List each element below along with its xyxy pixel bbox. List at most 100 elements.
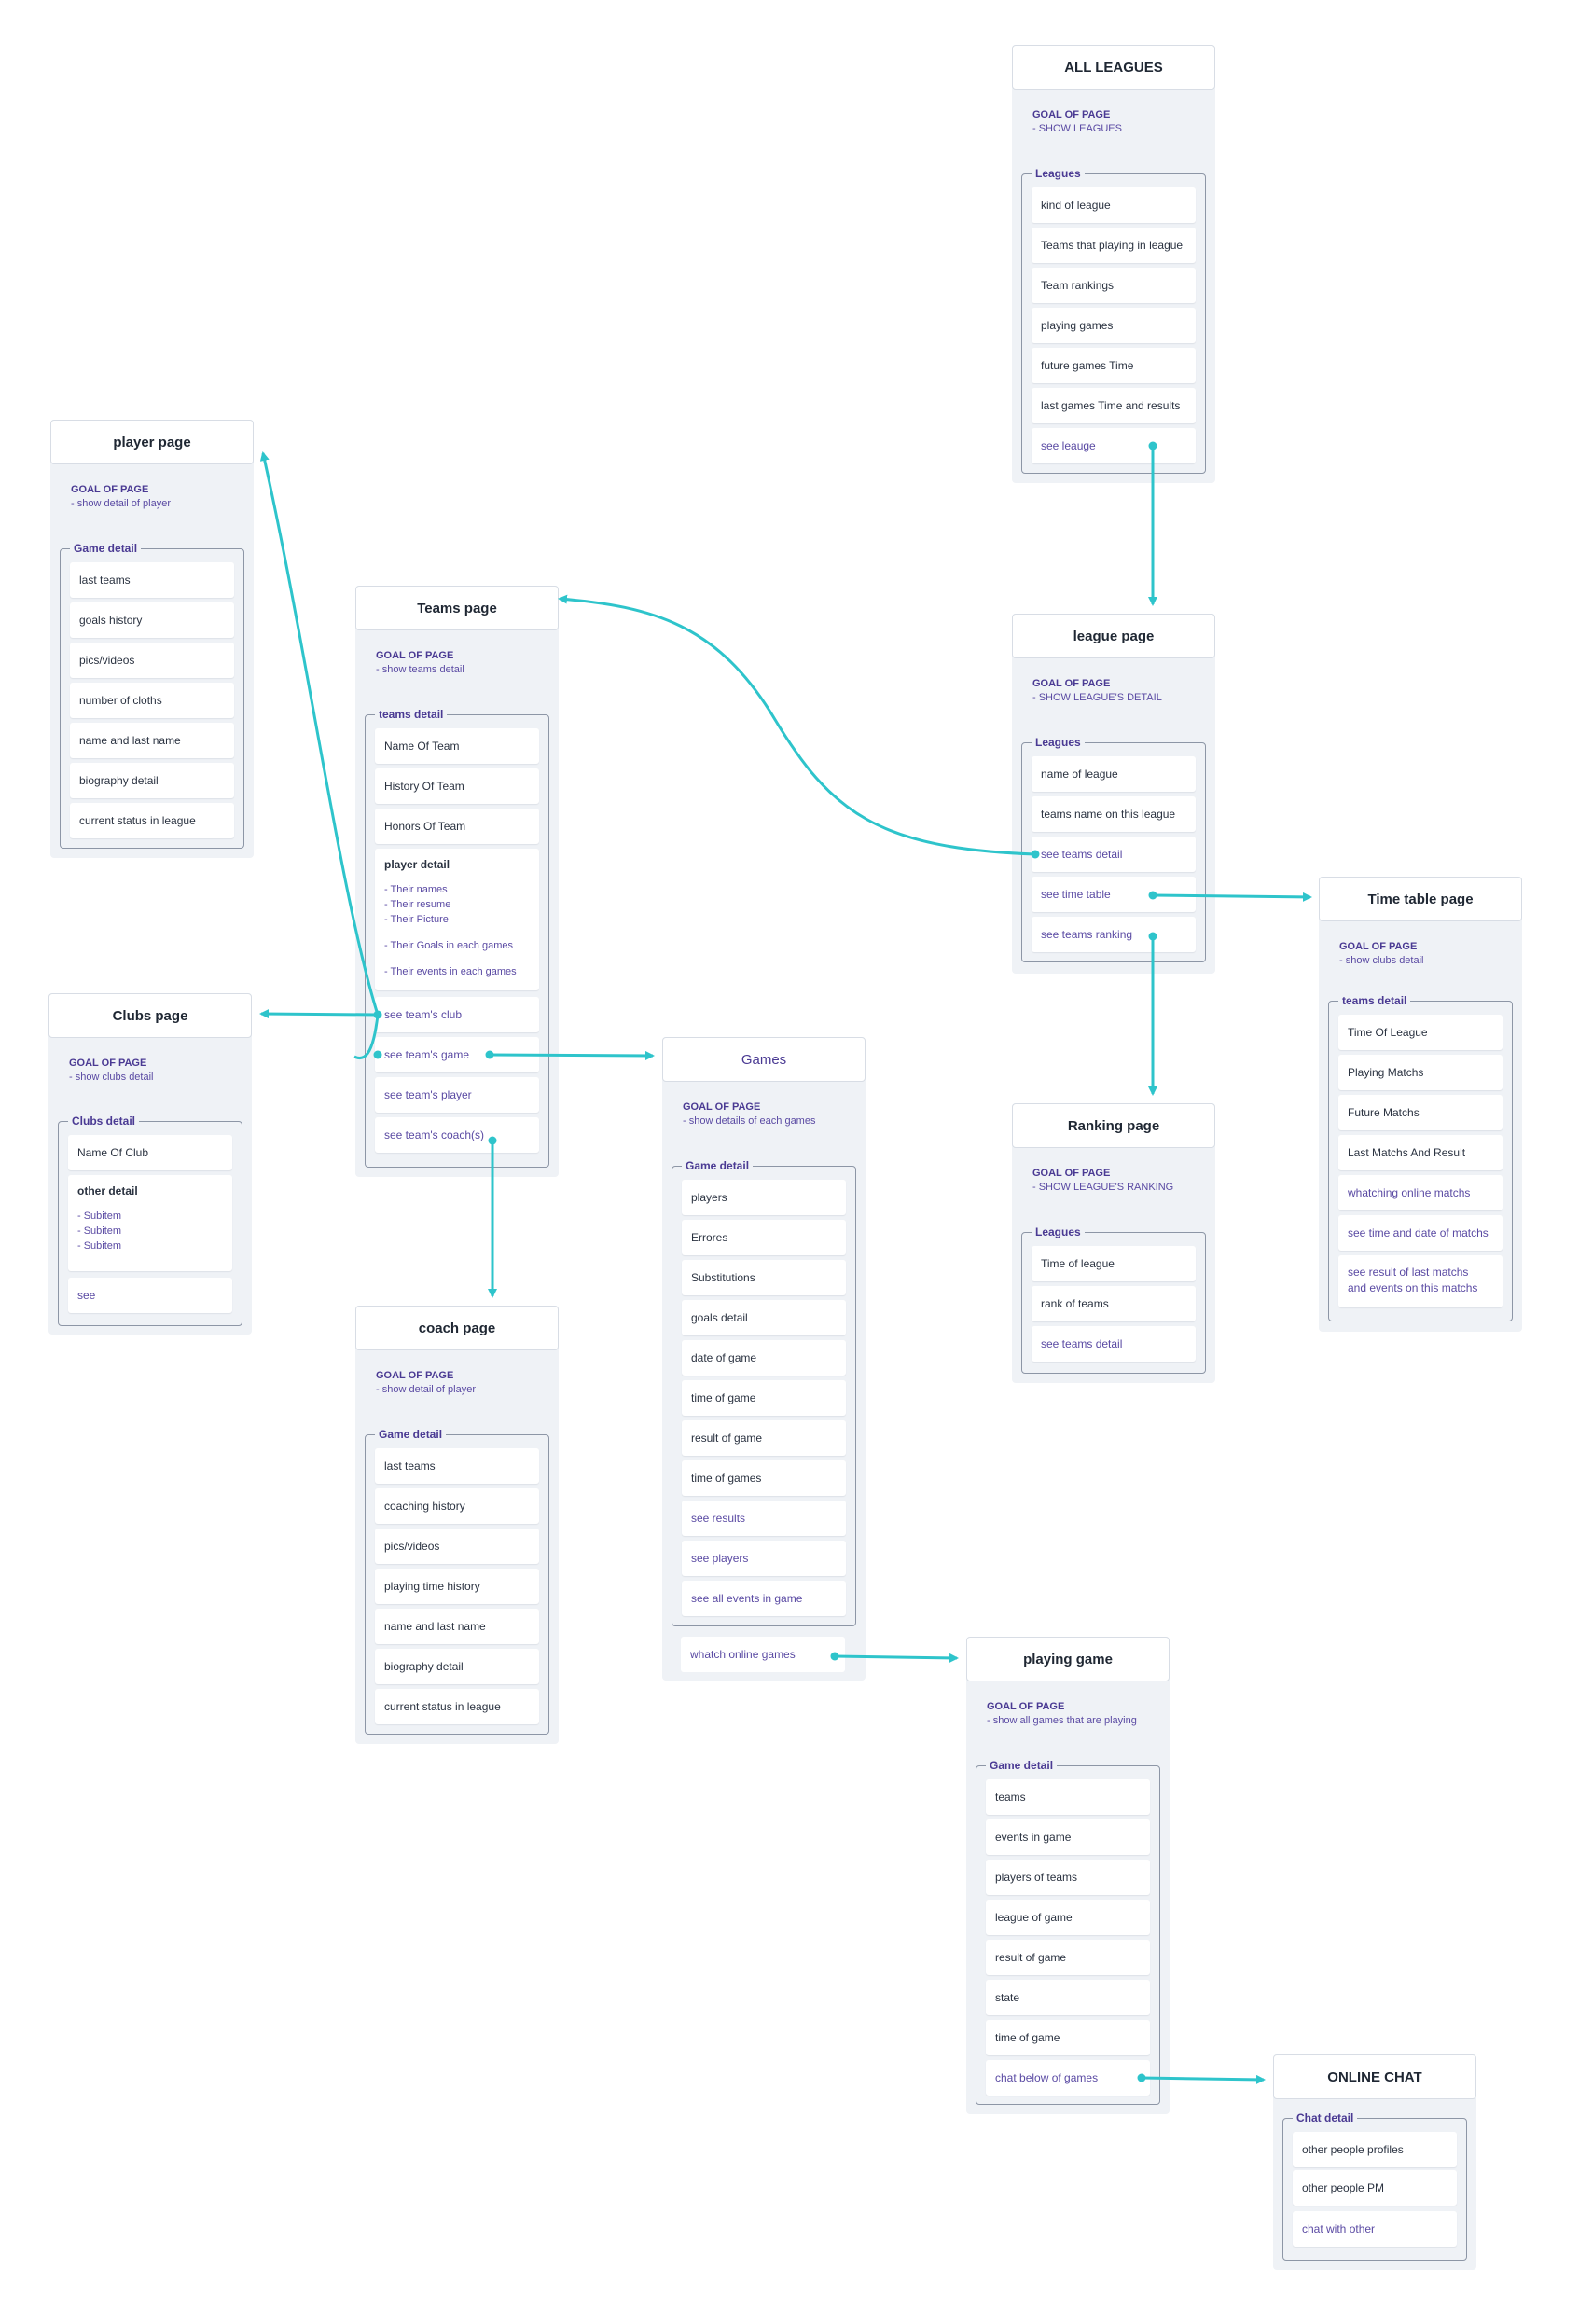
card-title[interactable]: ONLINE CHAT [1273,2054,1476,2099]
leagues-section: Leagues kind of league Teams that playin… [1021,166,1206,474]
leagues-section: Leagues name of league teams name on thi… [1021,735,1206,962]
list-item: kind of league [1032,187,1196,223]
card-title[interactable]: player page [50,420,254,464]
goal-text: - SHOW LEAGUE'S RANKING [1032,1182,1174,1193]
teams-page-card: Teams page GOAL OF PAGE - show teams det… [355,586,559,1177]
goal-label: GOAL OF PAGE [1339,941,1418,952]
card-title[interactable]: league page [1012,614,1215,658]
goal-label: GOAL OF PAGE [1032,109,1111,120]
list-item: state [986,1980,1150,2015]
sub-item: - Their resume [384,899,451,910]
goal-text: - show detail of player [376,1384,476,1395]
playing-game-card: playing game GOAL OF PAGE - show all gam… [966,1637,1170,2114]
watch-online-games-link[interactable]: whatch online games [681,1637,845,1672]
other-detail-title: other detail [77,1184,138,1197]
section-label: Game detail [682,1158,754,1173]
goal-label: GOAL OF PAGE [683,1101,761,1113]
goal-text: - show clubs detail [1339,955,1424,966]
see-teams-detail-link[interactable]: see teams detail [1032,837,1196,872]
see-league-link[interactable]: see leauge [1032,428,1196,463]
goal-text: - show all games that are playing [987,1715,1137,1726]
list-item: playing time history [375,1569,539,1604]
list-item: Last Matchs And Result [1338,1135,1503,1170]
card-title[interactable]: Time table page [1319,877,1522,921]
goal-label: GOAL OF PAGE [376,650,454,661]
card-title[interactable]: playing game [966,1637,1170,1681]
goal-text: - show detail of player [71,498,171,509]
list-item: playing games [1032,308,1196,343]
list-item: Teams that playing in league [1032,228,1196,263]
card-title[interactable]: Teams page [355,586,559,630]
link-line: and events on this matchs [1348,1281,1478,1294]
leagues-section: Leagues Time of league rank of teams see… [1021,1224,1206,1374]
list-item: number of cloths [70,683,234,718]
list-item: Time of league [1032,1246,1196,1281]
list-item: other people PM [1293,2170,1457,2206]
see-link[interactable]: see [68,1278,232,1313]
see-teams-player-link[interactable]: see team's player [375,1077,539,1113]
see-teams-coach-link[interactable]: see team's coach(s) [375,1117,539,1153]
list-item: Time Of League [1338,1015,1503,1050]
sub-item: - Subitem [77,1225,122,1237]
goal-text: - show details of each games [683,1115,816,1127]
see-results-link[interactable]: see results [682,1501,846,1536]
list-item: current status in league [70,803,234,838]
chat-with-other-link[interactable]: chat with other [1293,2211,1457,2247]
games-page-card: Games GOAL OF PAGE - show details of eac… [662,1037,866,1681]
list-item: coaching history [375,1488,539,1524]
card-title[interactable]: ALL LEAGUES [1012,45,1215,90]
see-result-of-last-matches-link[interactable]: see result of last matchs and events on … [1338,1255,1503,1307]
see-teams-ranking-link[interactable]: see teams ranking [1032,917,1196,952]
see-time-table-link[interactable]: see time table [1032,877,1196,912]
section-label: Chat detail [1293,2110,1358,2125]
list-item: players of teams [986,1860,1150,1895]
list-item: biography detail [70,763,234,798]
chat-below-of-games-link[interactable]: chat below of games [986,2060,1150,2096]
sub-item: - Their Goals in each games [384,940,513,951]
list-item: Team rankings [1032,268,1196,303]
list-item: time of game [986,2020,1150,2055]
goal-label: GOAL OF PAGE [376,1370,454,1381]
list-item: last games Time and results [1032,388,1196,423]
see-teams-detail-link[interactable]: see teams detail [1032,1326,1196,1362]
link-line: see result of last matchs [1348,1266,1469,1279]
card-title[interactable]: coach page [355,1306,559,1350]
game-detail-section: Game detail last teams goals history pic… [60,541,244,849]
goal-text: - SHOW LEAGUES [1032,123,1122,134]
list-item: result of game [682,1420,846,1456]
clubs-page-card: Clubs page GOAL OF PAGE - show clubs det… [48,993,252,1335]
card-title[interactable]: Ranking page [1012,1103,1215,1148]
list-item: name and last name [375,1609,539,1644]
player-detail-item: player detail - Their names - Their resu… [375,849,539,990]
online-chat-card: ONLINE CHAT Chat detail other people pro… [1273,2054,1476,2270]
goal-label: GOAL OF PAGE [1032,678,1111,689]
other-detail-item: other detail - Subitem - Subitem - Subit… [68,1175,232,1271]
list-item: teams [986,1779,1150,1815]
list-item: last teams [375,1448,539,1484]
chat-detail-section: Chat detail other people profiles other … [1282,2110,1467,2261]
ranking-page-card: Ranking page GOAL OF PAGE - SHOW LEAGUE'… [1012,1103,1215,1383]
see-teams-club-link[interactable]: see team's club [375,997,539,1032]
see-players-link[interactable]: see players [682,1541,846,1576]
list-item: other people profiles [1293,2132,1457,2167]
see-time-and-date-link[interactable]: see time and date of matchs [1338,1215,1503,1251]
section-label: Leagues [1032,1224,1085,1239]
goal-label: GOAL OF PAGE [69,1058,147,1069]
section-label: Game detail [375,1427,447,1442]
card-title[interactable]: Clubs page [48,993,252,1038]
list-item: result of game [986,1940,1150,1975]
list-item: players [682,1180,846,1215]
list-item: name and last name [70,723,234,758]
list-item: pics/videos [70,643,234,678]
sub-item: - Subitem [77,1210,122,1222]
game-detail-section: Game detail players Errores Substitution… [672,1158,856,1626]
section-label: Leagues [1032,166,1085,181]
player-page-card: player page GOAL OF PAGE - show detail o… [50,420,254,858]
watching-online-matches-link[interactable]: whatching online matchs [1338,1175,1503,1210]
card-title[interactable]: Games [662,1037,866,1082]
see-teams-game-link[interactable]: see team's game [375,1037,539,1072]
list-item: Name Of Club [68,1135,232,1170]
list-item: Future Matchs [1338,1095,1503,1130]
see-all-events-link[interactable]: see all events in game [682,1581,846,1616]
list-item: goals detail [682,1300,846,1335]
